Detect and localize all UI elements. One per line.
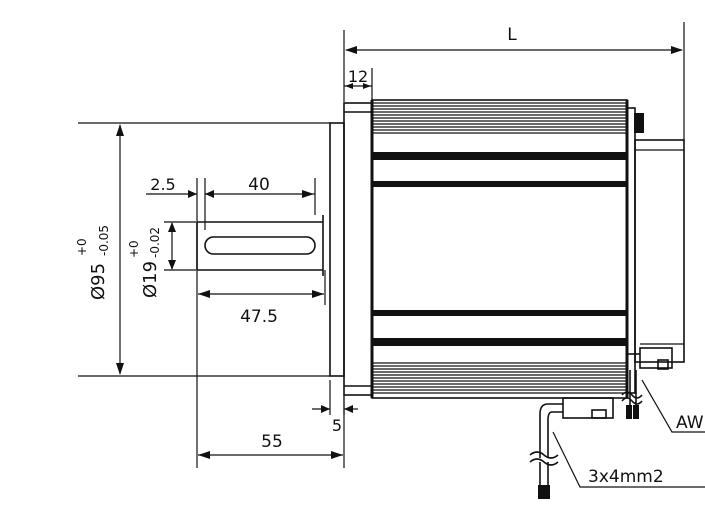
pilot-tolerance-upper: +0 bbox=[75, 238, 89, 256]
dimension-pilot-diameter: Ø95 +0 -0.05 bbox=[75, 124, 124, 375]
dimension-shaft-length: 47.5 bbox=[198, 290, 324, 327]
shaft-diameter-label: Ø19 bbox=[140, 261, 161, 298]
rear-end-cap bbox=[626, 107, 685, 394]
dimension-shaft-diameter: Ø19 +0 -0.02 bbox=[127, 222, 176, 298]
shaft-to-flange-label: 55 bbox=[261, 432, 283, 452]
flange-thickness-label: 12 bbox=[348, 67, 368, 86]
cable-spec-label: 3x4mm2 bbox=[588, 467, 664, 487]
dimension-shaft-to-flange: 55 bbox=[198, 432, 343, 459]
motor-shaft bbox=[196, 215, 324, 276]
dimension-flange-thickness: 12 bbox=[344, 67, 372, 89]
rear-nub bbox=[634, 113, 644, 133]
cable-gland bbox=[562, 397, 614, 419]
body-band-4 bbox=[372, 338, 627, 346]
shaft-tolerance-lower: -0.02 bbox=[148, 227, 162, 258]
body-band-1 bbox=[372, 152, 627, 160]
encoder-connector bbox=[639, 347, 673, 369]
dimension-flange-offset: 5 bbox=[312, 380, 358, 435]
pilot-diameter-label: Ø95 bbox=[88, 263, 109, 300]
wire-gauge-label: AW bbox=[676, 413, 704, 433]
shaft-keyway bbox=[204, 236, 316, 255]
pilot-tolerance-lower: -0.05 bbox=[97, 225, 111, 256]
dimension-key-length: 40 bbox=[205, 175, 315, 198]
body-fins-top bbox=[372, 102, 627, 134]
motor-flange bbox=[329, 102, 373, 396]
motor-body bbox=[370, 99, 629, 399]
overall-length-label: L bbox=[507, 25, 517, 45]
body-fins-bottom bbox=[372, 362, 627, 394]
shaft-length-label: 47.5 bbox=[240, 307, 278, 327]
key-length-label: 40 bbox=[248, 175, 270, 195]
extension-lines bbox=[78, 22, 685, 468]
dimension-overall-length: L bbox=[345, 25, 683, 54]
key-offset-label: 2.5 bbox=[150, 175, 175, 194]
body-band-3 bbox=[372, 310, 627, 316]
body-band-2 bbox=[372, 181, 627, 187]
flange-offset-label: 5 bbox=[332, 416, 342, 435]
wire-callout: AW bbox=[621, 370, 705, 433]
dimension-key-offset: 2.5 bbox=[146, 175, 214, 198]
shaft-tolerance-upper: +0 bbox=[127, 240, 141, 258]
power-cable: 3x4mm2 bbox=[529, 397, 705, 499]
